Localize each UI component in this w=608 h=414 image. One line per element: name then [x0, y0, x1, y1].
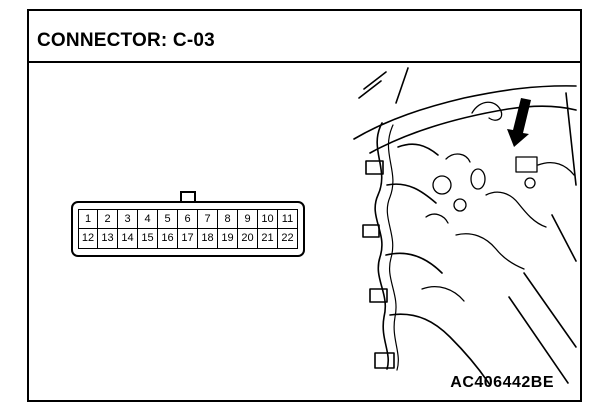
wiring-harness [362, 122, 491, 386]
pin-cell: 15 [138, 229, 158, 249]
dashboard-harness-illustration [353, 67, 577, 386]
pin-cell: 3 [118, 209, 138, 229]
harness-detail [421, 101, 575, 302]
pin-cell: 6 [178, 209, 198, 229]
figure-title: CONNECTOR: C-03 [37, 30, 215, 51]
pin-cell: 21 [258, 229, 278, 249]
pin-cell: 14 [118, 229, 138, 249]
pin-cell: 22 [278, 229, 298, 249]
connector-tab-row [71, 191, 305, 201]
pin-cell: 7 [198, 209, 218, 229]
pin-cell: 8 [218, 209, 238, 229]
pin-cell: 2 [98, 209, 118, 229]
location-arrow-icon [507, 98, 531, 147]
pin-cell: 11 [278, 209, 298, 229]
pin-cell: 13 [98, 229, 118, 249]
pin-cell: 1 [78, 209, 98, 229]
pin-cell: 19 [218, 229, 238, 249]
pin-cell: 17 [178, 229, 198, 249]
pin-cell: 12 [78, 229, 98, 249]
figure-header: CONNECTOR: C-03 [29, 11, 580, 63]
pin-cell: 20 [238, 229, 258, 249]
pin-cell: 5 [158, 209, 178, 229]
pin-cell: 10 [258, 209, 278, 229]
pin-cell: 18 [198, 229, 218, 249]
figure-code: AC406442BE [450, 374, 554, 391]
dash-panel-lines [353, 67, 577, 384]
connector-lock-tab [180, 191, 196, 201]
pin-cell: 16 [158, 229, 178, 249]
pin-cell: 4 [138, 209, 158, 229]
pin-cell: 9 [238, 209, 258, 229]
